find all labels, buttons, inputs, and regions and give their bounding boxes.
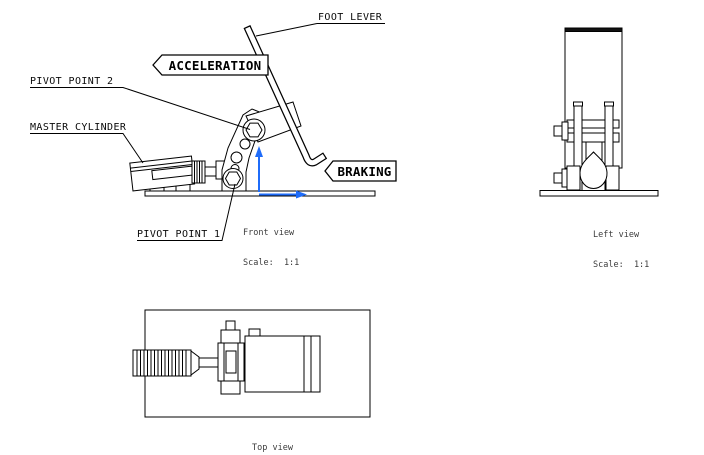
top-view-caption: Top view Scale: 1:1 [252,423,308,455]
pedal-tab [248,328,261,337]
front-view-drawing [30,23,397,241]
bracket-hole [230,151,243,164]
label-master-cylinder: MASTER CYLINDER [30,122,127,133]
side-bolt-upper [553,121,569,141]
piston-rod-top [198,357,219,368]
top-view-drawing [132,309,371,418]
flag-acceleration: ACCELERATION [168,57,262,73]
label-pivot-point-2: PIVOT POINT 2 [30,76,114,87]
label-pivot-point-1: PIVOT POINT 1 [137,229,221,240]
front-view-caption: Front view Scale: 1:1 [243,208,299,278]
foot-lever-shape [243,25,328,167]
leader-master-cylinder [30,133,144,164]
piston-threads [191,160,206,184]
motion-arrow-right-head [296,190,307,199]
base-plate-left [539,190,659,197]
flag-braking: BRAKING [337,163,392,179]
master-cylinder-shape [129,155,196,192]
pivot-teardrop [579,151,608,190]
acceleration-flag-shape [152,54,269,76]
clevis-top [217,320,245,395]
bolt-bottom [220,380,241,395]
front-view-name: Front view [243,228,295,238]
label-foot-lever: FOOT LEVER [318,12,383,23]
motion-arrow-up-head [255,146,263,157]
nut-block [566,165,581,191]
pedal-top [244,328,321,393]
leader-pivot-point-2 [30,87,251,130]
left-view-name: Left view [593,230,640,240]
side-bolt-lower [553,168,569,188]
bolt-top [220,329,241,344]
left-view-scale: Scale: 1:1 [593,260,650,270]
top-view-name: Top view [252,443,293,453]
bolt-cap [225,320,236,331]
lever-plate-top-band [564,27,623,32]
braking-flag-shape [324,160,397,182]
motion-arrows [255,146,307,199]
nut-block [605,165,620,191]
piston-rod [204,166,218,177]
master-cylinder-top [132,349,219,377]
bracket-hole [239,138,251,150]
pivot-point-1-hex [224,171,242,186]
pivot-point-2-hex [245,122,263,138]
left-view-caption: Left view Scale: 1:1 [593,210,649,280]
left-view-drawing [539,27,659,197]
front-view-scale: Scale: 1:1 [243,258,300,268]
leader-foot-lever [255,23,385,37]
leader-pivot-point-1 [137,183,236,241]
